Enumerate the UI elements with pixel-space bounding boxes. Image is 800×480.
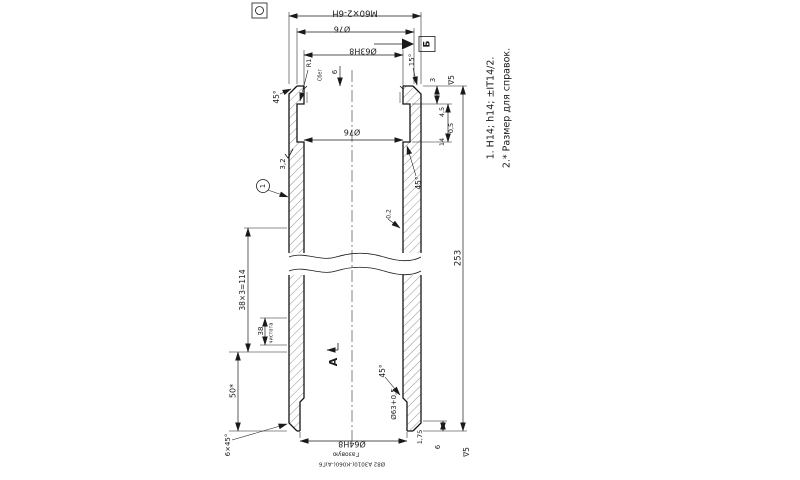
note-1: 1. Н14; h14; ±IT14/2. xyxy=(486,57,497,160)
dim-6-top: 6 xyxy=(331,69,339,74)
view-a-label: А xyxy=(327,357,340,366)
radius-r1-label: R1 xyxy=(305,59,313,68)
dim-38: 38 xyxy=(257,327,265,336)
balloon-circle xyxy=(256,179,270,193)
dim-groove-width: 4,5 xyxy=(438,107,446,117)
extension-lines xyxy=(229,12,467,438)
dimension-lines xyxy=(235,13,466,444)
roughness-left: 3,2 xyxy=(279,158,287,169)
footer-line-2: Ø82 А3010(-К060(-А)Г6 xyxy=(318,461,385,468)
annotations: М60×2-6Н Ø76 Ø63Н8 Б 15° 3 ∇5 4,5 0,5 14… xyxy=(224,8,513,468)
leader-lines xyxy=(231,67,418,441)
dim-thread: М60×2-6Н xyxy=(332,8,378,18)
dim-thread-length: 14 xyxy=(438,138,446,146)
chamfer-bottom: 45° xyxy=(378,364,387,378)
dim-top-bore-dia: Ø63Н8 xyxy=(349,47,377,57)
roughness-top-right: ∇5 xyxy=(447,75,456,86)
angle-15-label: 15° xyxy=(408,54,416,66)
view-a-arrow xyxy=(326,343,339,353)
dim-50-ref: 50* xyxy=(229,384,238,398)
chamfer-mid: 45° xyxy=(414,176,423,190)
dim-overall-length: 253 xyxy=(454,250,464,266)
finish-note: чистота xyxy=(269,323,275,344)
chamfer-bottom-left: 6×45° xyxy=(224,434,232,457)
dim-6-bottom: 6 xyxy=(434,444,442,449)
corner-datum-symbol xyxy=(251,2,268,19)
break-lines xyxy=(285,252,425,276)
section-hatching xyxy=(289,86,421,431)
view-b-label: Б xyxy=(423,40,433,47)
dim-1-75: 1,75 xyxy=(416,430,424,444)
footer-line-1: Газовую xyxy=(333,451,359,458)
dim-bottom-bore-dia: Ø64Н8 xyxy=(338,440,366,450)
runout-label: Сбег xyxy=(318,68,324,81)
balloon-1-label: 1 xyxy=(259,184,267,188)
roughness-bore: 0,2 xyxy=(386,209,393,219)
dim-step-3: 3 xyxy=(429,78,437,82)
dim-mid-bore-dia: Ø76 xyxy=(344,128,360,138)
dim-lead-in-dia: Ø63+0,5 xyxy=(390,388,398,419)
dim-chain-length: 38×3=114 xyxy=(238,269,247,310)
note-2: 2.* Размер для справок. xyxy=(502,48,513,168)
view-direction-arrow-icon xyxy=(402,38,414,50)
view-b-flag xyxy=(374,36,436,52)
dim-groove-radius: 0,5 xyxy=(447,123,455,133)
dim-outer-dia: Ø76 xyxy=(334,25,350,35)
chamfer-top-left: 45° xyxy=(272,90,281,104)
roughness-check-icon xyxy=(284,148,294,159)
roughness-bottom-right: ∇5 xyxy=(462,447,471,458)
